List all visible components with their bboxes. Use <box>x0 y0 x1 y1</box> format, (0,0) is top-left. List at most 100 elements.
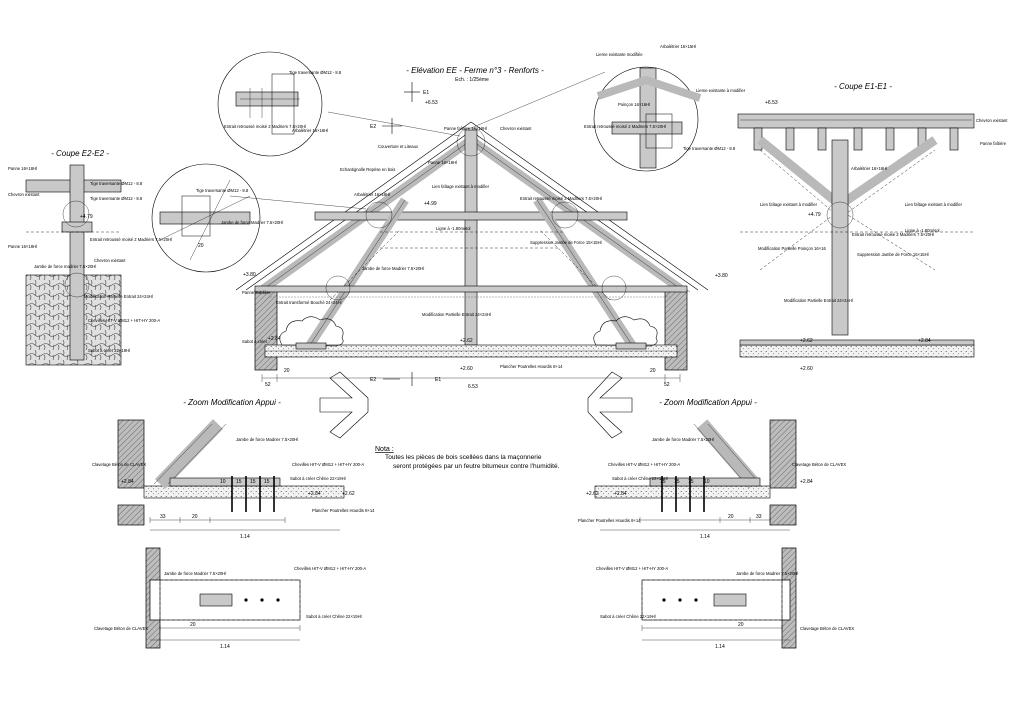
coupe-e1-low: +2.60 <box>800 366 813 372</box>
bubble-lm-tige: Tige traversante ØM12 - 8.8 <box>196 188 249 193</box>
label-sabot: Sabot à créer <box>242 339 268 344</box>
elevation-title: - Elévation EE - Ferme n°3 - Renforts - <box>406 66 544 75</box>
bubble-tl-arbaletrier: Arbalétrier 16×16Hl <box>292 128 328 133</box>
coupe-e2-entrait: Entrait retroussé moisé 2 Madriers 7.5×2… <box>90 237 172 242</box>
sabot-right <box>615 342 647 350</box>
zoom-l-15c: 15 <box>264 479 270 485</box>
plan-l-clavetage: Clavetage Béton de CLAVEX <box>94 626 148 631</box>
label-jambe-force: Jambe de force Madrier 7.5×20Hl <box>362 266 424 271</box>
cloud-right <box>593 316 658 347</box>
plan-bolt <box>260 598 264 602</box>
zoom-right-title: - Zoom Modification Appui - <box>659 398 757 407</box>
zoom-l-33: 33 <box>160 514 166 520</box>
section-mark-e1-top: E1 <box>404 82 429 102</box>
zoom-left: - Zoom Modification Appui - 33 20 15 15 … <box>92 398 375 540</box>
left-wall <box>254 289 278 371</box>
label-panne: Panne 16×18Hl <box>428 160 457 165</box>
plan-l-20: 20 <box>190 622 196 628</box>
elevation-ee: - Elévation EE - Ferme n°3 - Renforts - … <box>229 66 728 390</box>
span-dimension: 6.53 <box>468 384 478 390</box>
plan-r-jambe: Jambe de force Madrier 7.5×20Hl <box>736 571 798 576</box>
coupe-e1-lien: Lien faîtage existant à modifier <box>760 202 818 207</box>
plan-bolt <box>662 598 666 602</box>
zoom-r-15b: 15 <box>674 479 680 485</box>
right-wall <box>664 289 688 371</box>
coupe-e1-suppr: Suppression Jambe de Force 15×15Hl <box>857 252 929 257</box>
coupe-e1-post <box>817 127 827 151</box>
sabot-left <box>295 342 327 350</box>
label-suppression: Suppression Jambe de Force 15×15Hl <box>530 240 602 245</box>
right-20-dim: 20 <box>650 368 656 374</box>
level-floor-low: +2.60 <box>460 366 473 372</box>
arrow-right <box>587 371 633 439</box>
zoom-r-15c: 15 <box>688 479 694 485</box>
label-ligne-sol: Ligne à -1.80m/sol <box>436 226 471 231</box>
zoom-r-chevilles: Chevilles HIT-V ØM12 + HIT-HY 200-A <box>608 462 680 467</box>
level-eave-right: +3.80 <box>715 273 728 279</box>
coupe-e2-chevilles: Chevilles HIT-V ØM12 + HIT-HY 200-A <box>88 318 160 323</box>
plan-r-sabot: Sabot à créer Chêne 22×19Hl <box>600 614 656 619</box>
coupe-e1-arbaletrier: Arbalétrier 16×16Hl <box>851 166 887 171</box>
coupe-e2-mid: +4.79 <box>80 214 93 220</box>
plan-r-total: 1.14 <box>715 644 725 650</box>
zoom-l-clavetage: Clavetage Béton de CLAVEX <box>92 462 146 467</box>
label-chevron: Chevron existant <box>500 126 532 131</box>
coupe-e2-tige: Tige traversante ØM12 - 8.8 <box>90 181 143 186</box>
coupe-e2-sabot: Sabot à créer 22×19Hl <box>88 348 130 353</box>
coupe-e1-lien2: Lien faîtage existant à modifier <box>905 202 963 207</box>
detail-bubble-top-right: Lierne existante modifiée Arbalétrier 15… <box>584 44 746 172</box>
svg-text:E1: E1 <box>435 377 441 383</box>
zoom-r-15a: 15 <box>660 479 666 485</box>
coupe-e1-post <box>853 127 863 151</box>
plan-l-total: 1.14 <box>220 644 230 650</box>
leader-lines <box>229 71 606 210</box>
zoom-r-total: 1.14 <box>700 534 710 540</box>
zoom-right: - Zoom Modification Appui - 33 20 15 15 … <box>578 398 846 540</box>
zoom-r-plancher: Plancher Poutrelles Hourdis 8+14 <box>578 518 641 523</box>
zoom-r-level3: +2.62 <box>586 491 599 497</box>
note-line1: Toutes les pièces de bois scellées dans … <box>385 454 542 461</box>
level-mid: +4.99 <box>424 201 437 207</box>
coupe-e1-title: - Coupe E1-E1 - <box>834 82 892 91</box>
bubble-tr-poincon: Poinçon 16×16Hl <box>618 102 650 107</box>
bubble-lm-jambe: Jambe de force Madrier 7.5×20Hl <box>221 220 283 225</box>
zoom-r-level1: +2.84 <box>800 479 813 485</box>
coupe-e1-modif2: Modification Partielle Entrait 24×24Hl <box>784 298 853 303</box>
label-couverture: Couverture et Liteaux <box>378 144 419 149</box>
elevation-scale: Ech. : 1/25ème <box>455 77 489 83</box>
coupe-e1-floor: +2.62 <box>800 338 813 344</box>
coupe-e1-post <box>753 127 763 151</box>
section-mark-e2-left: E2 <box>370 118 402 134</box>
label-panne-faitiere: Panne faîtière 16×18Hl <box>444 126 487 131</box>
coupe-e1-post <box>885 127 895 151</box>
zoom-left-title: - Zoom Modification Appui - <box>183 398 281 407</box>
svg-text:E2: E2 <box>370 124 376 130</box>
svg-text:E2: E2 <box>370 377 376 383</box>
svg-text:E1: E1 <box>423 90 429 96</box>
left-20-dim: 20 <box>284 368 290 374</box>
label-plancher: Plancher Poutrelles Hourdis 8+14 <box>500 364 563 369</box>
coupe-e2-modif: Modification Partielle Entrait 24×24Hl <box>84 294 153 299</box>
zoom-l-plancher: Plancher Poutrelles Hourdis 8+14 <box>312 508 375 513</box>
detail-circle-right <box>551 201 579 229</box>
detail-circle-left <box>365 201 393 229</box>
zoom-r-10: 10 <box>704 479 710 485</box>
zoom-l-level2: +2.84 <box>308 491 321 497</box>
coupe-e2-title: - Coupe E2-E2 - <box>51 149 109 158</box>
label-modification: Modification Partielle Entrait 24×24Hl <box>422 312 491 317</box>
zoom-r-20: 20 <box>728 514 734 520</box>
level-floor-mid: +2.62 <box>460 338 473 344</box>
zoom-r-clavetage: Clavetage Béton de CLAVEX <box>792 462 846 467</box>
bubble-tr-entrait: Entrait retroussé moisé 2 Madriers 7.5×2… <box>584 124 666 129</box>
coupe-e1-panne: Panne faîtière <box>980 141 1007 146</box>
zoom-r-33: 33 <box>756 514 762 520</box>
zoom-r-sabot: Sabot à créer Chêne 22×19Hl <box>612 476 668 481</box>
zoom-l-20: 20 <box>192 514 198 520</box>
zoom-l-level3: +2.62 <box>342 491 355 497</box>
bubble-tr-lierne2: Lierne existante à modifier <box>696 88 746 93</box>
zoom-l-chevilles: Chevilles HIT-V ØM12 + HIT-HY 200-A <box>292 462 364 467</box>
zoom-l-15b: 15 <box>250 479 256 485</box>
entrait-transforme <box>254 285 688 293</box>
plan-bolt <box>276 598 280 602</box>
entrait-retrousse <box>314 211 628 221</box>
